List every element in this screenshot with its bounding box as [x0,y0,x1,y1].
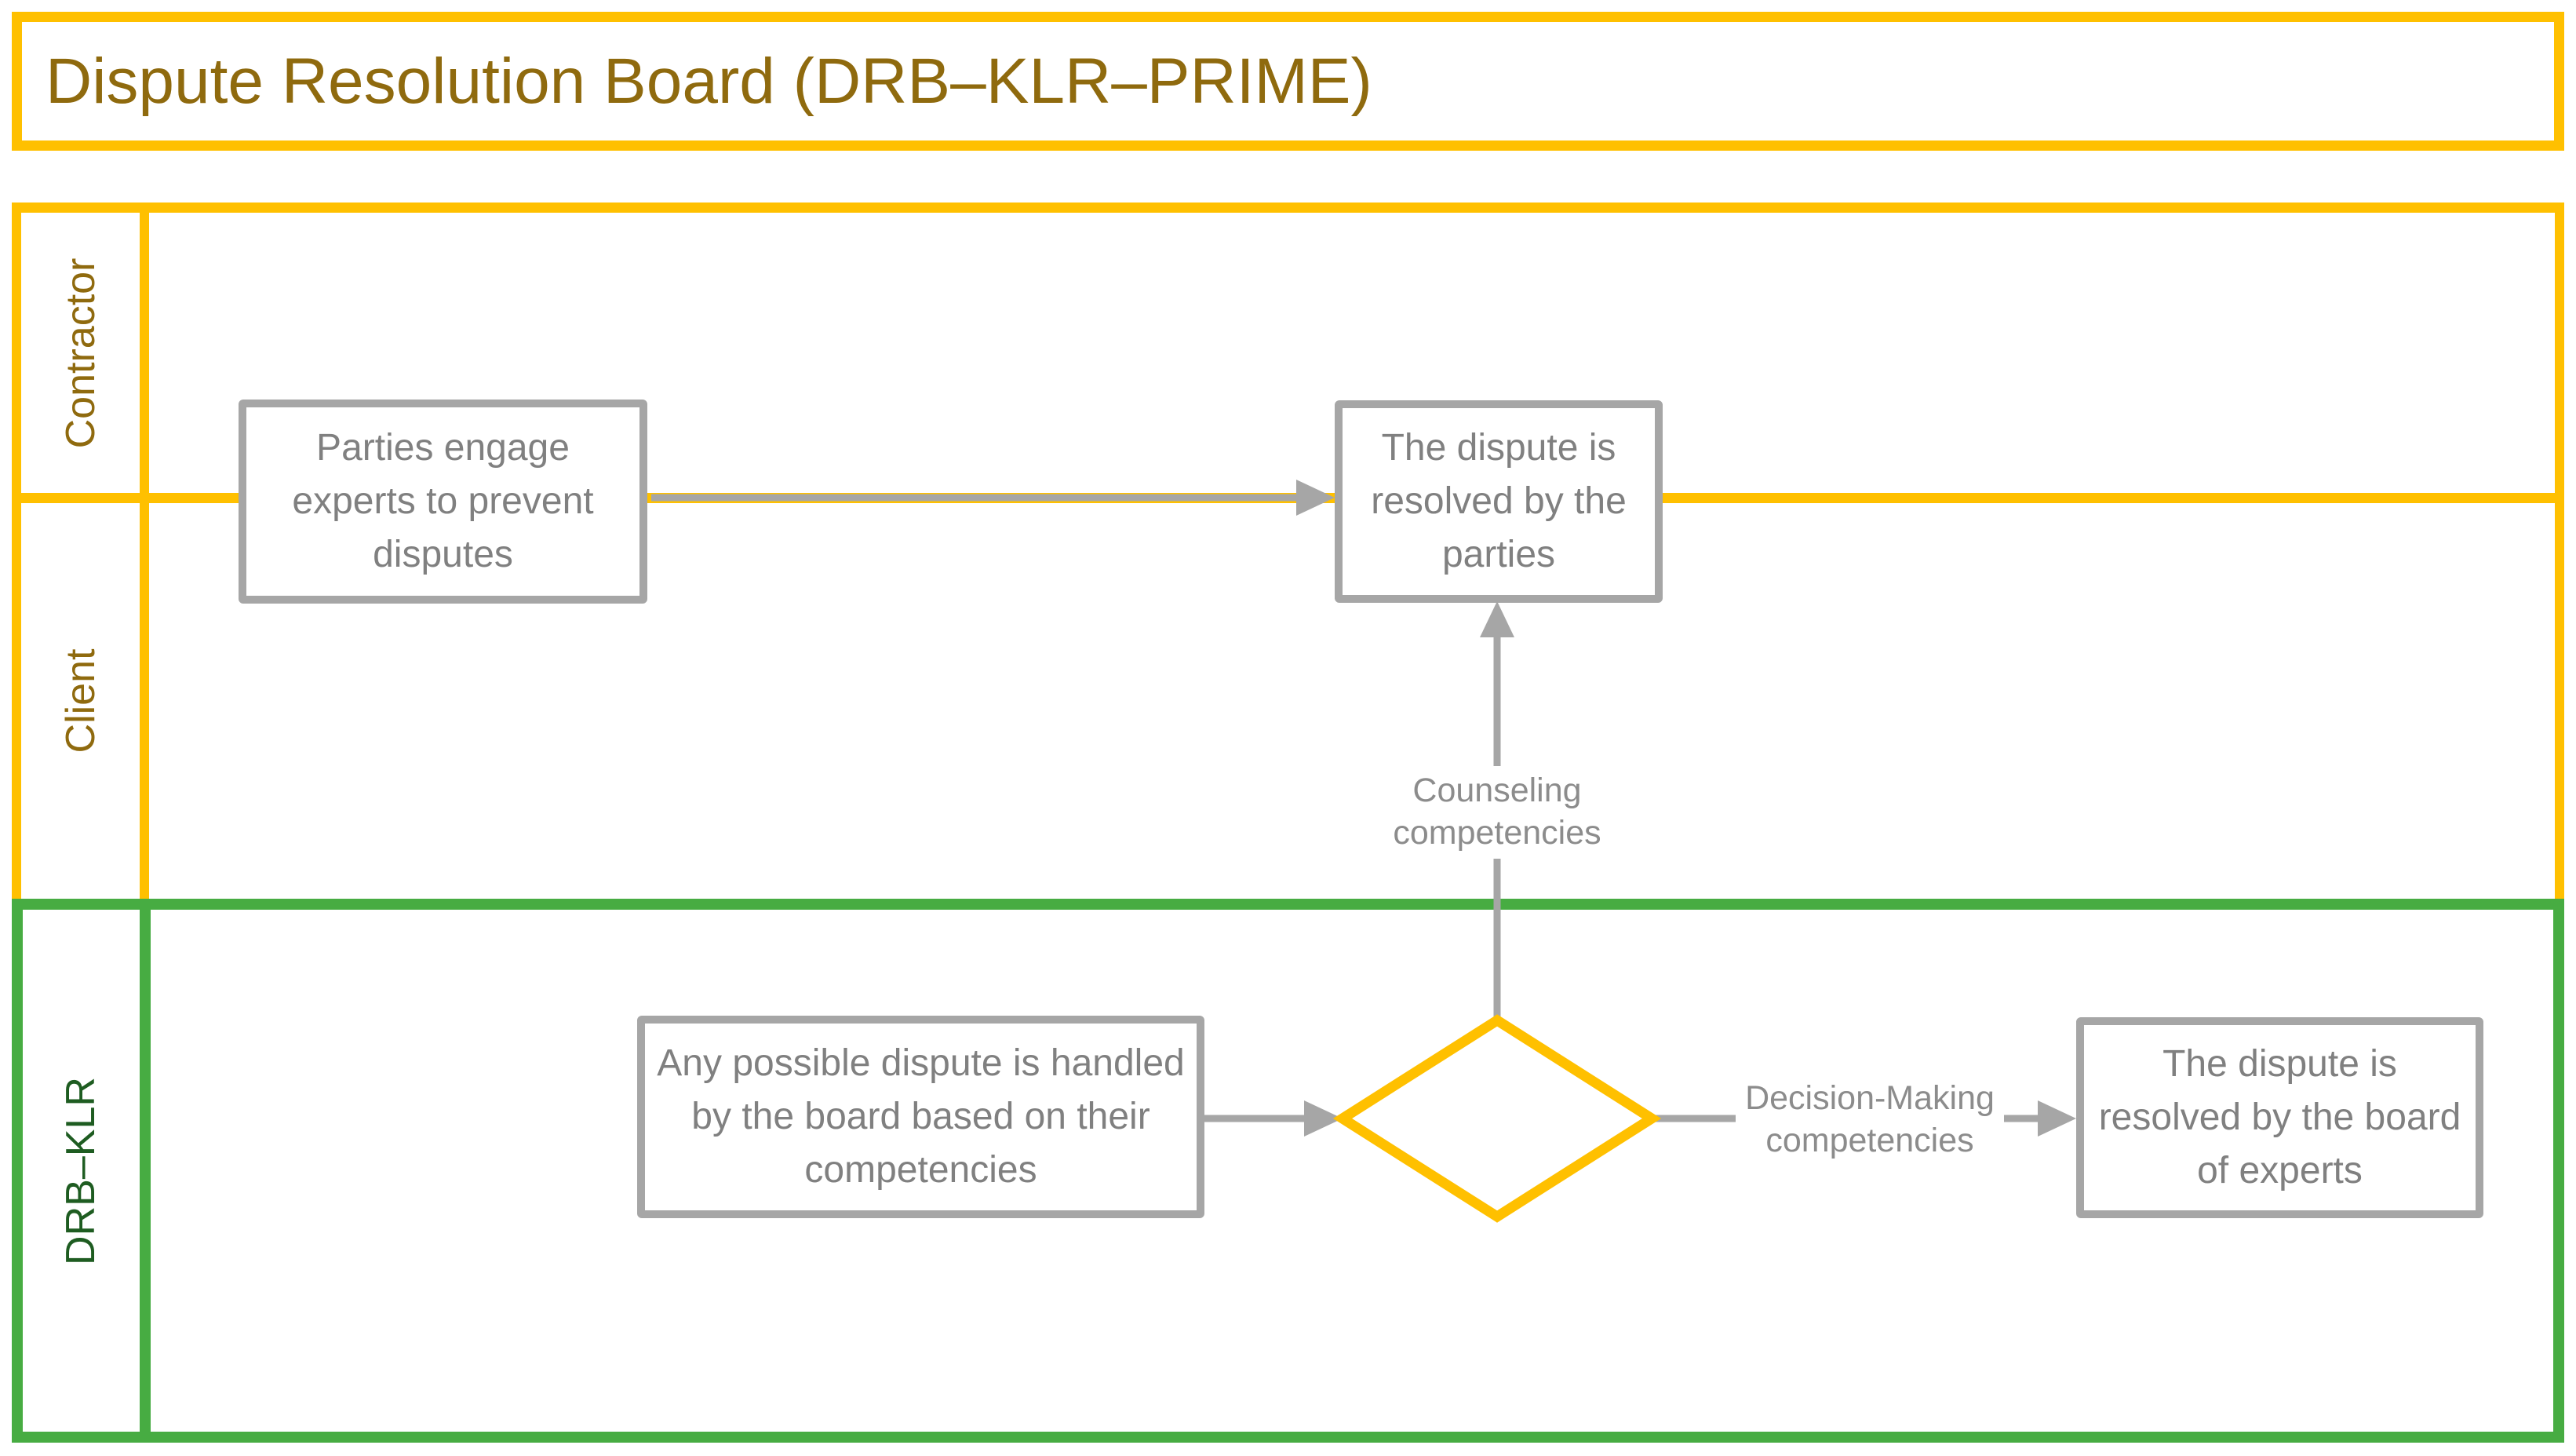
pool-title: Dispute Resolution Board (DRB–KLR–PRIME) [46,45,1372,117]
arrowhead-into-resolved-by-parties [1296,480,1335,516]
process-handled-by-board: Any possible dispute is handled by the b… [637,1016,1204,1218]
lane-label-separator-green [140,899,151,1443]
pool-title-bar: Dispute Resolution Board (DRB–KLR–PRIME) [12,12,2564,151]
process-resolved-by-board: The dispute is resolved by the board of … [2076,1017,2483,1218]
lane-label-separator-yellow [140,203,149,904]
connector-label-decision-making: Decision-Making competencies [1736,1074,2004,1166]
decision-diamond [1332,1014,1662,1223]
process-engage-experts: Parties engage experts to prevent disput… [239,400,647,604]
connector-label-counseling: Counseling competencies [1379,766,1615,859]
arrowhead-into-resolved-by-board [2038,1100,2076,1137]
arrowhead-up-into-resolved-by-parties [1480,601,1514,637]
arrowhead-into-diamond [1304,1100,1343,1137]
process-resolved-by-parties: The dispute is resolved by the parties [1335,400,1663,603]
